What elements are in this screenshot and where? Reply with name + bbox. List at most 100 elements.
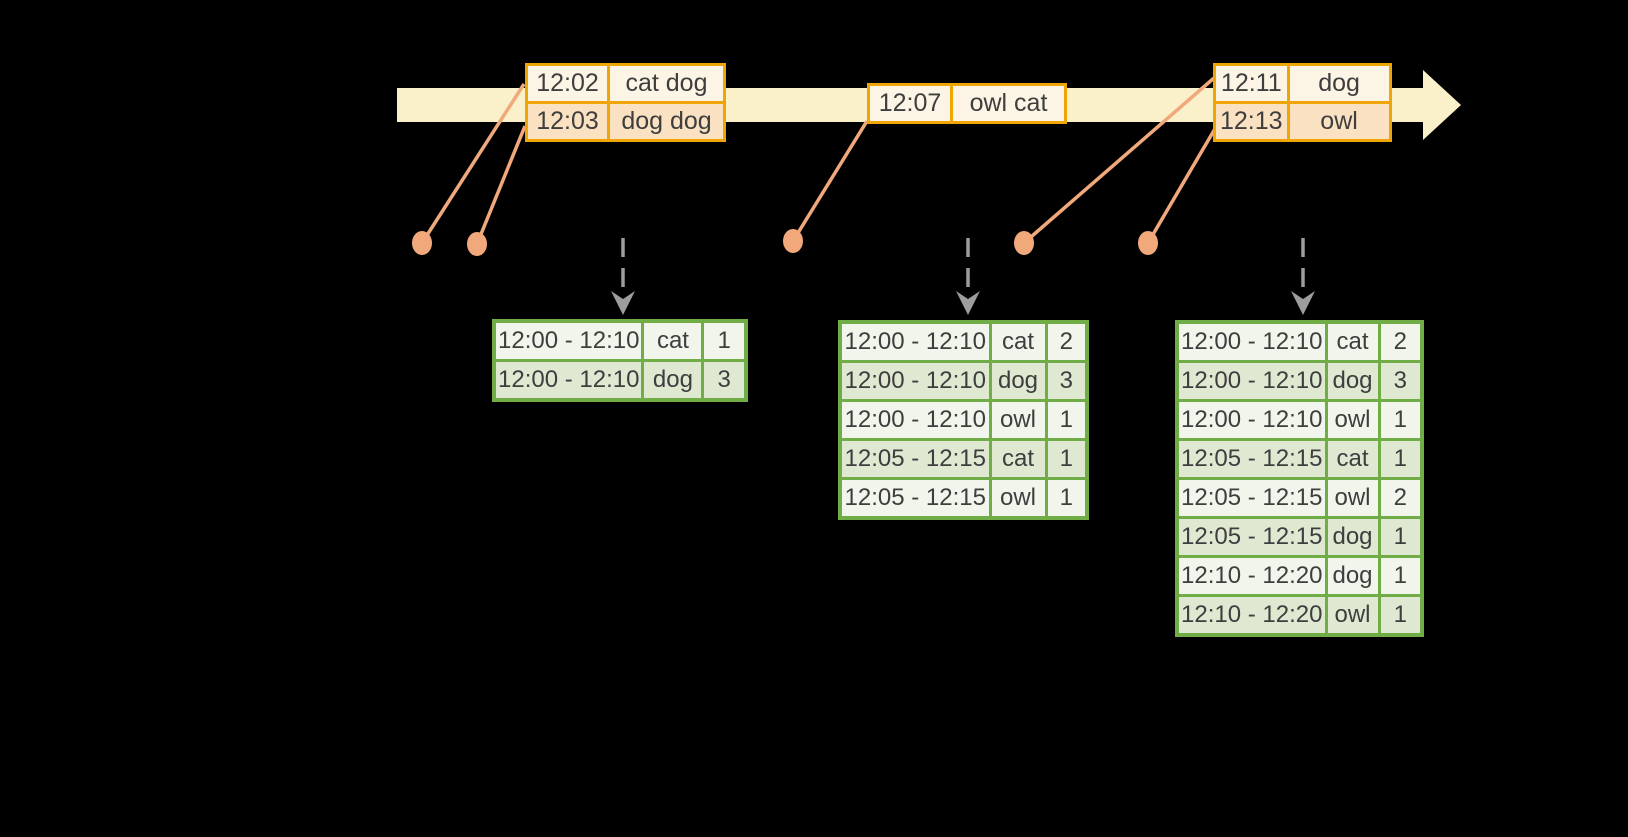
- event-connector-line: [475, 125, 527, 245]
- event-time-cell: 12:13: [1213, 101, 1290, 142]
- count-cell: 1: [1377, 438, 1424, 480]
- event-connector-line: [1146, 126, 1218, 244]
- window-range-cell: 12:00 - 12:10: [1175, 320, 1328, 363]
- event-time-cell: 12:07: [867, 83, 953, 124]
- count-cell: 1: [1044, 438, 1089, 480]
- window-range-cell: 12:10 - 12:20: [1175, 555, 1328, 597]
- word-cell: owl: [1324, 399, 1381, 441]
- word-cell: cat: [1324, 438, 1381, 480]
- event-words-cell: dog dog: [607, 101, 726, 142]
- word-cell: dog: [1324, 516, 1381, 558]
- word-cell: cat: [988, 438, 1048, 480]
- window-range-cell: 12:00 - 12:10: [838, 399, 992, 441]
- count-cell: 1: [1044, 477, 1089, 520]
- event-time-cell: 12:11: [1213, 63, 1290, 104]
- word-cell: dog: [1324, 360, 1381, 402]
- event-dot: [467, 232, 487, 256]
- count-cell: 1: [1377, 594, 1424, 637]
- trigger-arrow-head-icon: [1291, 291, 1315, 315]
- event-connector-line: [420, 83, 526, 244]
- window-range-cell: 12:00 - 12:10: [838, 320, 992, 363]
- word-cell: cat: [1324, 320, 1381, 363]
- trigger-arrow-head-icon: [611, 291, 635, 315]
- window-range-cell: 12:05 - 12:15: [1175, 438, 1328, 480]
- count-cell: 3: [1377, 360, 1424, 402]
- count-cell: 3: [1044, 360, 1089, 402]
- window-range-cell: 12:00 - 12:10: [492, 359, 645, 402]
- count-cell: 2: [1377, 320, 1424, 363]
- event-words-cell: owl: [1286, 101, 1392, 142]
- count-cell: 2: [1377, 477, 1424, 519]
- event-dot: [783, 229, 803, 253]
- event-dot: [1138, 231, 1158, 255]
- event-time-cell: 12:03: [525, 101, 610, 142]
- window-range-cell: 12:00 - 12:10: [838, 360, 992, 402]
- word-cell: owl: [1324, 477, 1381, 519]
- event-connector-line: [791, 120, 869, 242]
- event-dot: [412, 231, 432, 255]
- window-range-cell: 12:05 - 12:15: [838, 477, 992, 520]
- window-range-cell: 12:05 - 12:15: [1175, 477, 1328, 519]
- trigger-arrow-head-icon: [956, 291, 980, 315]
- word-cell: owl: [1324, 594, 1381, 637]
- window-range-cell: 12:10 - 12:20: [1175, 594, 1328, 637]
- count-cell: 3: [701, 359, 748, 402]
- window-range-cell: 12:05 - 12:15: [1175, 516, 1328, 558]
- window-range-cell: 12:05 - 12:15: [838, 438, 992, 480]
- word-cell: owl: [988, 477, 1048, 520]
- window-range-cell: 12:00 - 12:10: [492, 319, 645, 362]
- word-cell: dog: [1324, 555, 1381, 597]
- timeline-arrow-head-icon: [1423, 70, 1461, 140]
- count-cell: 2: [1044, 320, 1089, 363]
- word-cell: cat: [988, 320, 1048, 363]
- event-time-cell: 12:02: [525, 63, 610, 104]
- word-cell: dog: [641, 359, 705, 402]
- word-cell: owl: [988, 399, 1048, 441]
- count-cell: 1: [1377, 516, 1424, 558]
- word-cell: dog: [988, 360, 1048, 402]
- event-words-cell: owl cat: [950, 83, 1067, 124]
- window-range-cell: 12:00 - 12:10: [1175, 360, 1328, 402]
- event-connector-line: [1022, 76, 1216, 245]
- event-dot: [1014, 231, 1034, 255]
- count-cell: 1: [1377, 555, 1424, 597]
- window-range-cell: 12:00 - 12:10: [1175, 399, 1328, 441]
- count-cell: 1: [1044, 399, 1089, 441]
- event-words-cell: cat dog: [607, 63, 726, 104]
- count-cell: 1: [701, 319, 748, 362]
- count-cell: 1: [1377, 399, 1424, 441]
